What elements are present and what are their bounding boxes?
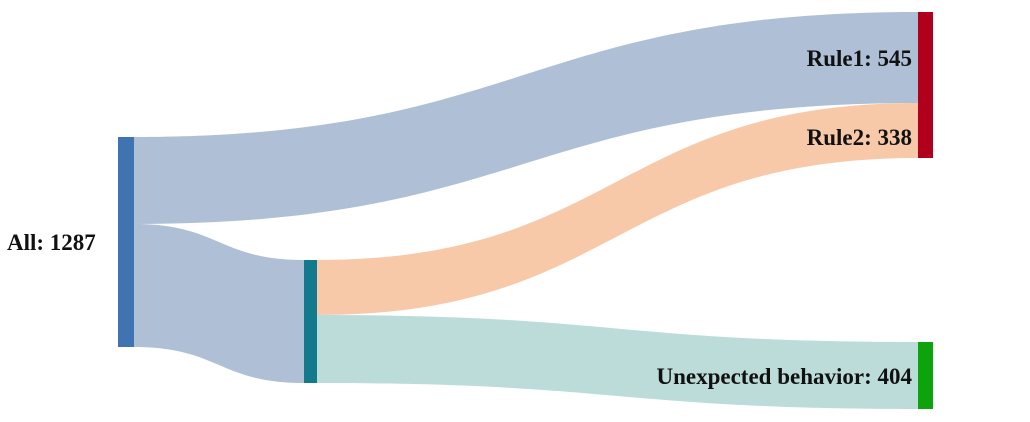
labels: All: 1287 Rule1: 545 Rule2: 338 Unexpect… <box>7 46 912 389</box>
nodes <box>118 12 933 409</box>
node-rule2 <box>918 103 933 158</box>
label-unexpected: Unexpected behavior: 404 <box>656 364 912 389</box>
link-mid-rule2 <box>317 103 918 315</box>
label-rule2: Rule2: 338 <box>807 125 912 150</box>
links <box>134 12 918 409</box>
node-mid <box>304 260 317 383</box>
link-all-rule1 <box>134 12 918 224</box>
label-all: All: 1287 <box>7 230 96 255</box>
node-rule1 <box>918 12 933 103</box>
link-mid-unexpected <box>317 315 918 409</box>
node-all <box>118 137 134 347</box>
label-rule1: Rule1: 545 <box>807 46 912 71</box>
link-all-mid <box>134 224 304 383</box>
node-unexpected <box>918 342 933 409</box>
